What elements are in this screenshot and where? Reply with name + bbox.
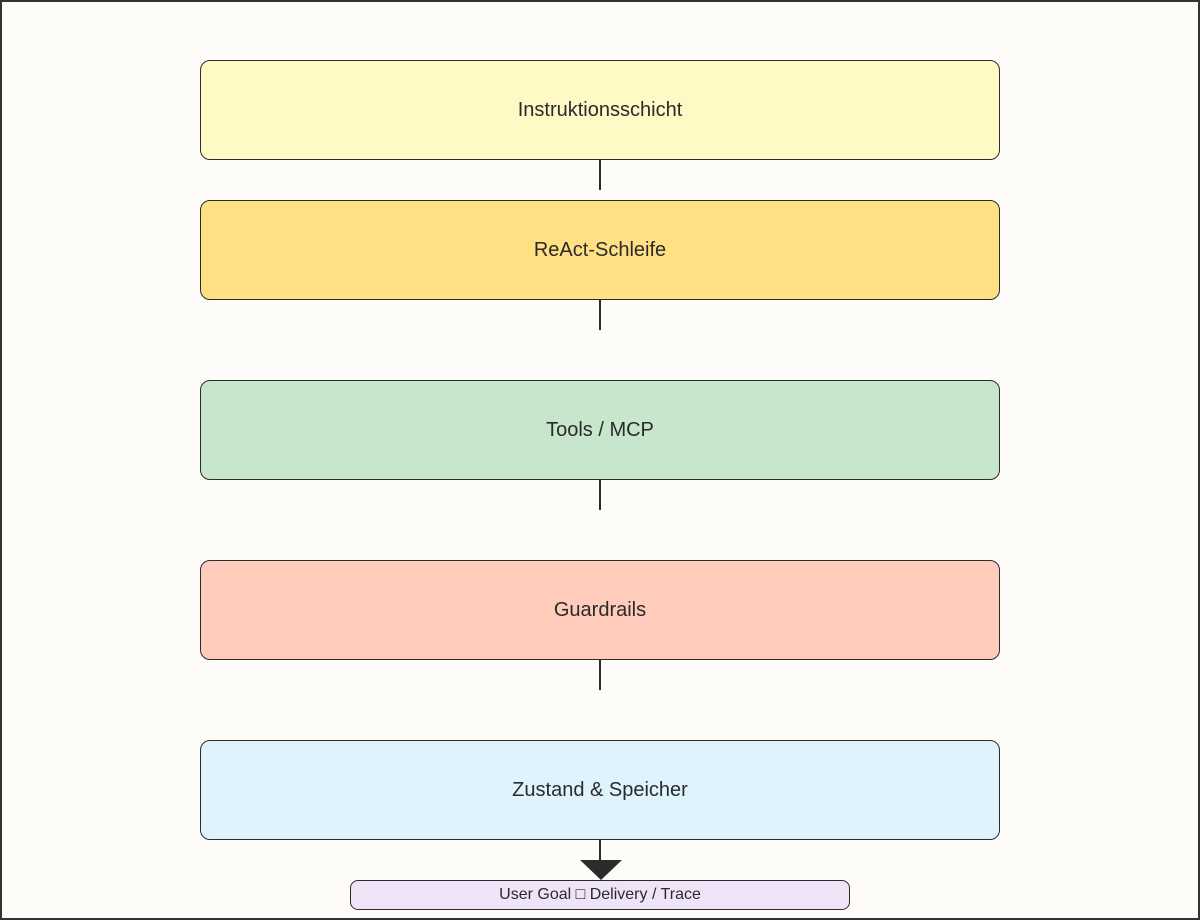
- layer-react-loop: ReAct-Schleife: [200, 200, 1000, 300]
- arrow-down-icon: [580, 860, 622, 880]
- layer-state-memory: Zustand & Speicher: [200, 740, 1000, 840]
- layer-instruction: Instruktionsschicht: [200, 60, 1000, 160]
- connector-line: [599, 660, 601, 690]
- layer-label: Zustand & Speicher: [512, 778, 688, 801]
- layer-guardrails: Guardrails: [200, 560, 1000, 660]
- layer-label: Guardrails: [553, 598, 647, 621]
- connector-line: [599, 840, 601, 862]
- footer-label: User Goal □ Delivery / Trace: [499, 886, 701, 903]
- layer-label: Tools / MCP: [546, 418, 654, 441]
- connector-line: [599, 480, 601, 510]
- connector-line: [599, 160, 601, 190]
- footer-flow-label: User Goal □ Delivery / Trace: [350, 880, 850, 910]
- layer-label: Instruktionsschicht: [517, 98, 683, 121]
- layer-tools-mcp: Tools / MCP: [200, 380, 1000, 480]
- layer-label: ReAct-Schleife: [533, 238, 667, 261]
- connector-line: [599, 300, 601, 330]
